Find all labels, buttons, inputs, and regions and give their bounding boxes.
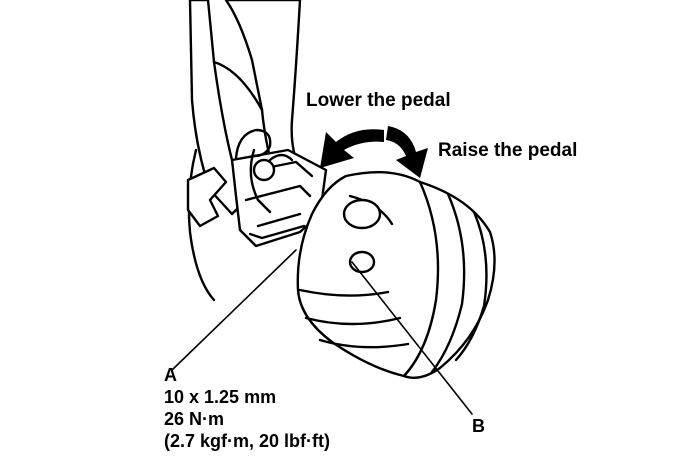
adjust-arrows <box>320 126 428 178</box>
clevis-pin-clip <box>234 128 294 214</box>
callout-a: A <box>164 365 177 385</box>
lower-arrow <box>320 129 384 168</box>
spec-torque-alt: (2.7 kgf·m, 20 lbf·ft) <box>164 431 330 451</box>
mounting-bracket-edge <box>187 148 216 302</box>
spec-size: 10 x 1.25 mm <box>164 387 276 407</box>
booster-boot <box>296 171 496 379</box>
raise-arrow <box>386 126 428 178</box>
pedal-arm <box>188 0 302 216</box>
leader-a <box>171 249 297 371</box>
raise-pedal-label: Raise the pedal <box>438 140 577 161</box>
leader-b <box>351 261 473 415</box>
callout-b: B <box>472 416 485 436</box>
spec-torque-nm: 26 N·m <box>164 409 224 429</box>
lower-pedal-label: Lower the pedal <box>306 90 451 111</box>
